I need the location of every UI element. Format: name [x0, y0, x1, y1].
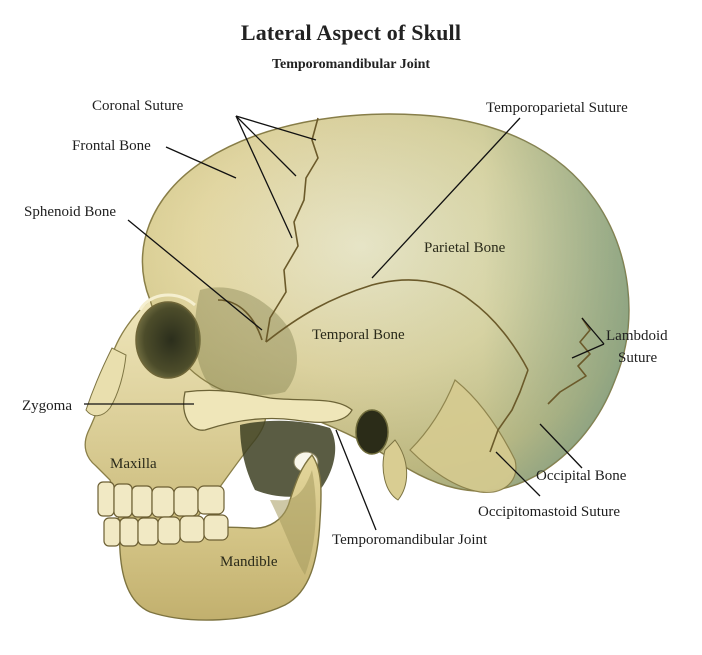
label-lambdoid-line1: Lambdoid [606, 328, 668, 344]
label-temporal-bone: Temporal Bone [312, 327, 405, 343]
zygomatic-arch [183, 389, 353, 431]
lambdoid-suture-path [547, 317, 591, 405]
label-occipitomastoid-suture: Occipitomastoid Suture [478, 504, 620, 520]
label-temporoparietal-suture: Temporoparietal Suture [486, 100, 628, 116]
leader-lines [84, 115, 605, 531]
orbit-rim [138, 293, 196, 311]
diagram-title: Lateral Aspect of Skull [240, 20, 462, 45]
sphenoid-suture-path [217, 299, 263, 341]
label-parietal-bone: Parietal Bone [424, 240, 506, 256]
label-occipital-bone: Occipital Bone [536, 468, 627, 484]
diagram-subtitle: Temporomandibular Joint [271, 57, 431, 72]
lower-teeth [103, 514, 229, 547]
orbit [135, 301, 201, 379]
mastoid-process [382, 439, 408, 501]
coronal-suture-path [265, 117, 319, 343]
label-frontal-bone: Frontal Bone [72, 138, 151, 154]
label-zygoma: Zygoma [22, 398, 72, 414]
label-coronal-suture: Coronal Suture [92, 98, 184, 114]
upper-teeth [97, 481, 225, 518]
label-maxilla: Maxilla [110, 456, 157, 472]
label-lambdoid-line2: Suture [618, 350, 658, 366]
ear-canal [355, 409, 389, 455]
label-temporomandibular-joint: Temporomandibular Joint [332, 532, 488, 548]
squamosal-suture-path [265, 279, 529, 371]
label-mandible: Mandible [220, 554, 278, 570]
mastoid-region [409, 379, 517, 493]
nasal-bone [85, 347, 127, 417]
mandible-ramus-shade [270, 470, 316, 575]
label-sphenoid-bone: Sphenoid Bone [24, 204, 116, 220]
occipitomastoid-suture-path [489, 369, 529, 453]
